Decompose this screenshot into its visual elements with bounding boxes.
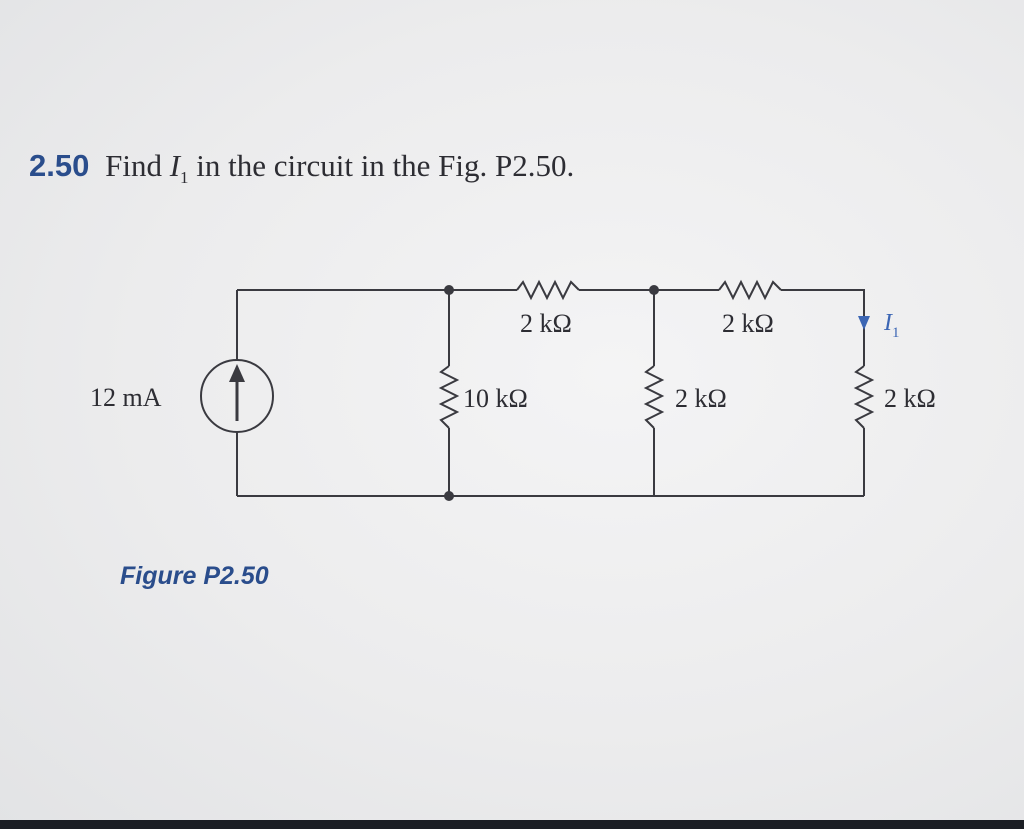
current-direction-arrow-icon — [858, 316, 870, 330]
current-source-circle — [200, 359, 274, 433]
problem-text-after: in the circuit in the Fig. P2.50. — [196, 148, 575, 183]
series-resistor-2-label: 2 kΩ — [722, 309, 774, 338]
figure-caption: Figure P2.50 — [120, 562, 269, 590]
source-label: 12 mA — [90, 383, 162, 412]
current-label: I1 — [883, 310, 900, 341]
problem-statement: 2.50 Find I1 in the circuit in the Fig. … — [29, 148, 574, 188]
resistor-shunt-10k — [438, 365, 460, 429]
shunt-resistor-3-label: 2 kΩ — [884, 384, 936, 413]
wire-top-c — [781, 289, 865, 352]
resistor-shunt-2k-right — [853, 365, 875, 429]
series-resistor-1-label: 2 kΩ — [520, 309, 572, 338]
node-bottom-1 — [444, 491, 454, 501]
resistor-series-1 — [516, 279, 580, 301]
node-top-1 — [444, 285, 454, 295]
current-source-arrow-head — [229, 364, 245, 382]
shunt-resistor-2-label: 2 kΩ — [675, 384, 727, 413]
problem-text-before: Find — [105, 148, 162, 183]
resistor-shunt-2k-middle — [643, 365, 665, 429]
shunt-resistor-1-label: 10 kΩ — [463, 384, 528, 413]
problem-variable: I1 — [169, 148, 189, 188]
resistor-series-2 — [718, 279, 782, 301]
node-top-2 — [649, 285, 659, 295]
problem-number: 2.50 — [29, 148, 90, 183]
screen-bottom-edge — [0, 820, 1024, 829]
